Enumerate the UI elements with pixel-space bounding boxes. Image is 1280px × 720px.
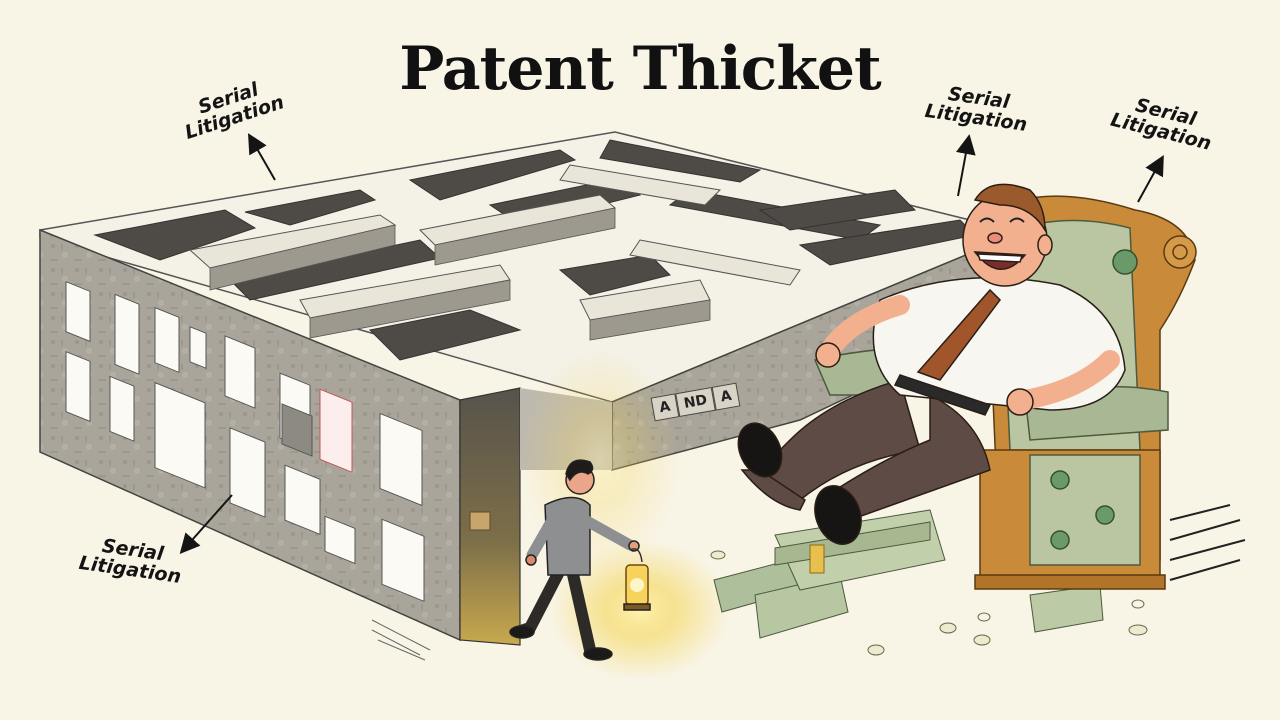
laughing-patent-holder (737, 183, 1126, 545)
page-title: Patent Thicket (399, 34, 882, 104)
coins (710, 550, 1148, 656)
maze-inner-walls (188, 164, 801, 321)
money-band (809, 544, 825, 574)
patent-documents (65, 280, 425, 603)
money-piles (710, 509, 1148, 656)
lantern-carrier (509, 459, 651, 661)
lantern-icon (623, 548, 651, 611)
wall-sign-cell: A (711, 382, 741, 411)
corner-plaque (469, 511, 491, 531)
patent-maze (39, 131, 991, 661)
maze-channels (93, 139, 977, 361)
